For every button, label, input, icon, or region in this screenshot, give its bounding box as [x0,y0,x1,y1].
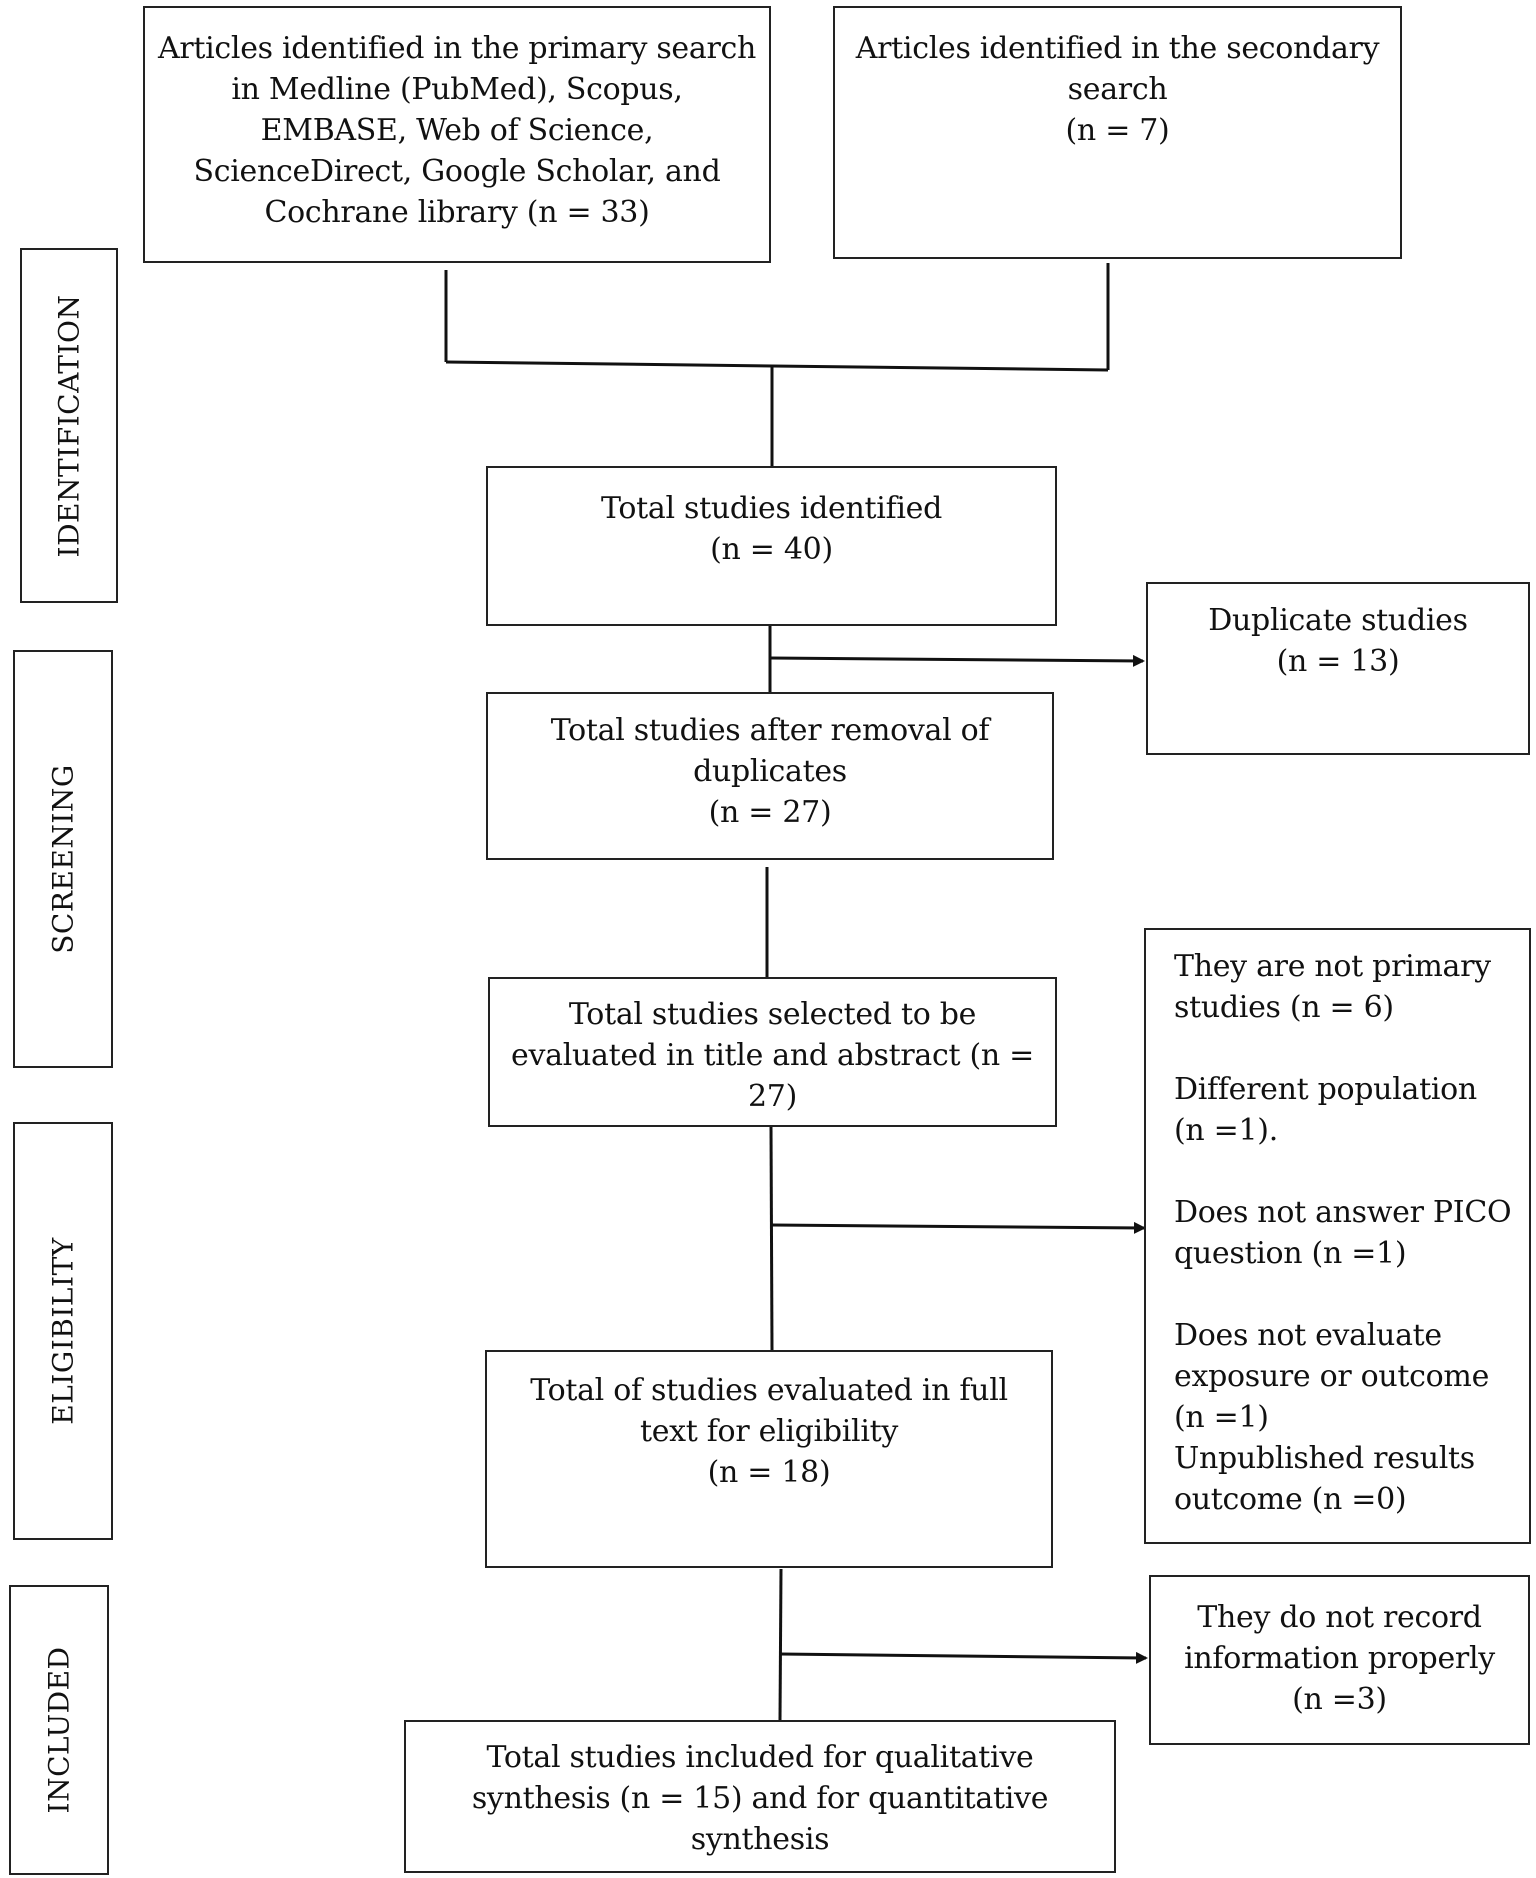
duplicates-line: Duplicate studies [1208,603,1468,638]
included-final-line: Total studies included for qualitative [486,1740,1034,1775]
stage-included-label: INCLUDED [42,1646,76,1814]
after-removal-line: Total studies after removal of [550,713,990,748]
secondary-search-line: search [1067,72,1168,107]
full-text-line: Total of studies evaluated in full [530,1373,1008,1408]
exclusion-spacer [1174,1028,1515,1069]
duplicates-line: (n = 13) [1276,644,1400,679]
total-identified-line: Total studies identified [600,491,943,526]
duplicates-box: Duplicate studies (n = 13) [1146,582,1530,755]
title-abstract-line: Total studies selected to be [568,997,977,1032]
not-recorded-line: They do not record [1197,1600,1482,1635]
primary-search-line: ScienceDirect, Google Scholar, and [193,154,721,189]
after-removal-line: (n = 27) [708,795,832,830]
primary-search-line: in Medline (PubMed), Scopus, [231,72,683,107]
included-final-line: synthesis (n = 15) and for quantitative [471,1781,1049,1816]
secondary-search-box: Articles identified in the secondary sea… [833,6,1402,259]
exclusion-unpublished: Unpublished results outcome (n =0) [1174,1441,1475,1517]
stage-included: INCLUDED [9,1585,109,1875]
stage-eligibility-label: ELIGIBILITY [46,1237,80,1425]
full-text-line: (n = 18) [707,1455,831,1490]
secondary-search-line: Articles identified in the secondary [855,31,1380,66]
title-abstract-line: 27) [748,1079,797,1114]
exclusion-different-population: Different population (n =1). [1174,1072,1477,1148]
total-identified-box: Total studies identified (n = 40) [486,466,1057,626]
stage-identification-label: IDENTIFICATION [52,294,86,557]
arrow-to-not-recorded [779,1651,1148,1664]
exclusion-no-exposure: Does not evaluate exposure or outcome (n… [1174,1318,1490,1435]
secondary-search-line: (n = 7) [1065,113,1170,148]
exclusion-spacer [1174,1274,1515,1315]
included-final-line: synthesis [690,1822,830,1857]
not-recorded-box: They do not record information properly … [1149,1575,1530,1745]
title-abstract-line: evaluated in title and abstract (n = [511,1038,1034,1073]
primary-search-line: Cochrane library (n = 33) [264,195,650,230]
primary-search-line: Articles identified in the primary searc… [157,31,757,66]
after-removal-line: duplicates [693,754,847,789]
full-text-box: Total of studies evaluated in full text … [485,1350,1053,1568]
connector-merge-horizontal [445,360,1109,372]
primary-search-box: Articles identified in the primary searc… [143,6,771,263]
title-abstract-box: Total studies selected to be evaluated i… [488,977,1057,1127]
primary-search-line: EMBASE, Web of Science, [260,113,654,148]
not-recorded-line: (n =3) [1292,1682,1387,1717]
connector-abstract-down [769,1126,774,1351]
connector-fulltext-down [778,1568,783,1721]
full-text-line: text for eligibility [639,1414,899,1449]
after-removal-box: Total studies after removal of duplicate… [486,692,1054,860]
stage-identification: IDENTIFICATION [20,248,118,603]
included-final-box: Total studies included for qualitative s… [404,1720,1116,1873]
exclusion-spacer [1174,1151,1515,1192]
total-identified-line: (n = 40) [710,532,833,567]
exclusions-box: They are not primary studies (n = 6) Dif… [1144,928,1531,1544]
stage-screening-label: SCREENING [46,764,80,954]
exclusion-no-pico: Does not answer PICO question (n =1) [1174,1195,1512,1271]
stage-eligibility: ELIGIBILITY [13,1122,113,1540]
arrow-to-duplicates [769,654,1145,667]
not-recorded-line: information properly [1184,1641,1495,1676]
arrow-to-exclusions [771,1221,1146,1234]
stage-screening: SCREENING [13,650,113,1068]
exclusion-not-primary: They are not primary studies (n = 6) [1174,949,1491,1025]
